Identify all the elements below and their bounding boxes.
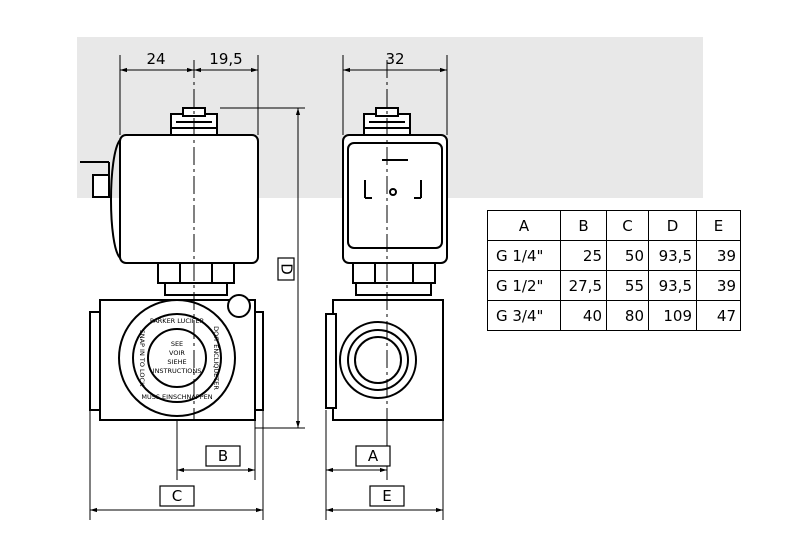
dim-label-c: C: [172, 487, 182, 505]
dim-label-a: A: [368, 447, 379, 465]
dim-label-32: 32: [385, 50, 404, 68]
table-header-row: A B C D E: [487, 210, 741, 241]
ring-text-right: DOIT ENCLIQUETER: [212, 326, 220, 390]
dimension-table: A B C D E G 1/4" 25 50 93,5 39 G 1/2" 27…: [487, 210, 741, 331]
ring-center-1: SEE: [171, 340, 183, 348]
ring-text-bottom: MUSS EINSCHNAPPEN: [141, 393, 212, 401]
table-row: G 1/2" 27,5 55 93,5 39: [487, 270, 741, 301]
dim-label-e: E: [382, 487, 391, 505]
dimension-lines: [89, 55, 448, 520]
ring-text-left: SNAP IN TO LOCK: [138, 330, 146, 387]
dim-label-d: D: [278, 263, 296, 275]
table-cell: 93,5: [648, 240, 697, 271]
table-cell: 25: [560, 240, 607, 271]
table-cell: 50: [606, 240, 649, 271]
centre-lines: [193, 60, 388, 420]
table-cell: 39: [696, 270, 741, 301]
table-cell: G 1/4": [487, 240, 561, 271]
table-cell: G 3/4": [487, 300, 561, 331]
table-header: B: [560, 210, 607, 241]
table-header: E: [696, 210, 741, 241]
side-view: [325, 107, 448, 421]
ring-center-3: SIEHE: [167, 358, 186, 366]
table-cell: 47: [696, 300, 741, 331]
coil-ring-text: PARKER LUCIFER MUSS EINSCHNAPPEN SNAP IN…: [138, 317, 220, 401]
table-header: D: [648, 210, 697, 241]
table-row: G 1/4" 25 50 93,5 39: [487, 240, 741, 271]
dim-label-19-5: 19,5: [209, 50, 242, 68]
dim-label-24: 24: [146, 50, 165, 68]
table-cell: 27,5: [560, 270, 607, 301]
ring-text-top: PARKER LUCIFER: [150, 317, 205, 325]
table-header: A: [487, 210, 561, 241]
ring-center-2: VOIR: [169, 349, 185, 357]
table-header: C: [606, 210, 649, 241]
table-cell: 40: [560, 300, 607, 331]
table-cell: G 1/2": [487, 270, 561, 301]
table-cell: 55: [606, 270, 649, 301]
front-view: [80, 107, 264, 421]
table-row: G 3/4" 40 80 109 47: [487, 300, 741, 331]
table-cell: 93,5: [648, 270, 697, 301]
ring-center-4: INSTRUCTIONS: [153, 367, 202, 375]
table-cell: 80: [606, 300, 649, 331]
dim-label-b: B: [218, 447, 228, 465]
table-cell: 39: [696, 240, 741, 271]
table-cell: 109: [648, 300, 697, 331]
